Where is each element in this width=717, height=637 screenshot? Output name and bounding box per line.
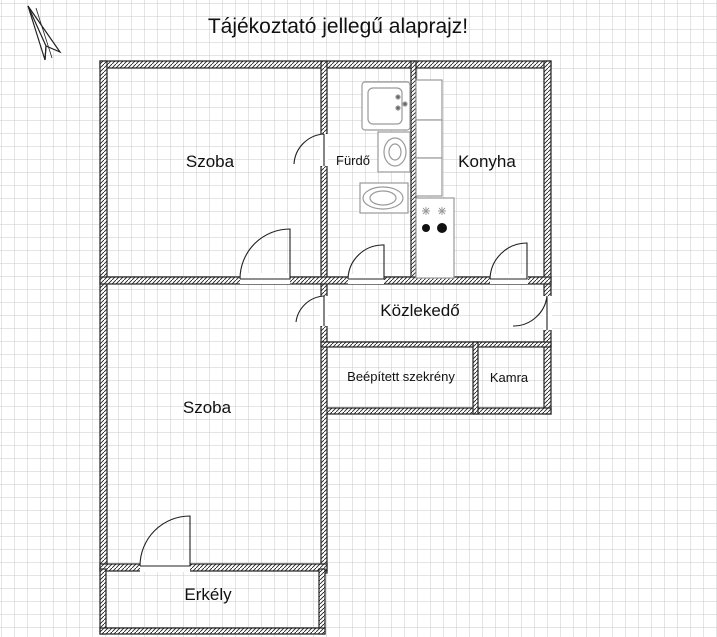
page-title: Tájékoztató jellegű alaprajz! bbox=[208, 15, 468, 38]
north-arrow-icon bbox=[27, 5, 62, 61]
room-label-konyha: Konyha bbox=[458, 152, 516, 171]
bathtub-icon bbox=[359, 182, 409, 214]
kitchen-counter bbox=[415, 79, 443, 197]
room-label-furdo: Fürdő bbox=[336, 153, 370, 168]
room-label-kozlekedo: Közlekedő bbox=[380, 301, 459, 320]
room-label-kamra: Kamra bbox=[490, 370, 529, 385]
doors bbox=[139, 133, 552, 572]
stove-icon bbox=[415, 197, 455, 279]
kitchen-sink-icon bbox=[361, 81, 411, 131]
room-label-szoba-lower: Szoba bbox=[183, 398, 232, 417]
washbasin-icon bbox=[377, 131, 411, 173]
room-label-szekreny: Beépített szekrény bbox=[347, 369, 455, 384]
walls bbox=[99, 60, 552, 635]
room-label-szoba-upper: Szoba bbox=[186, 152, 235, 171]
room-label-erkely: Erkély bbox=[184, 585, 232, 604]
